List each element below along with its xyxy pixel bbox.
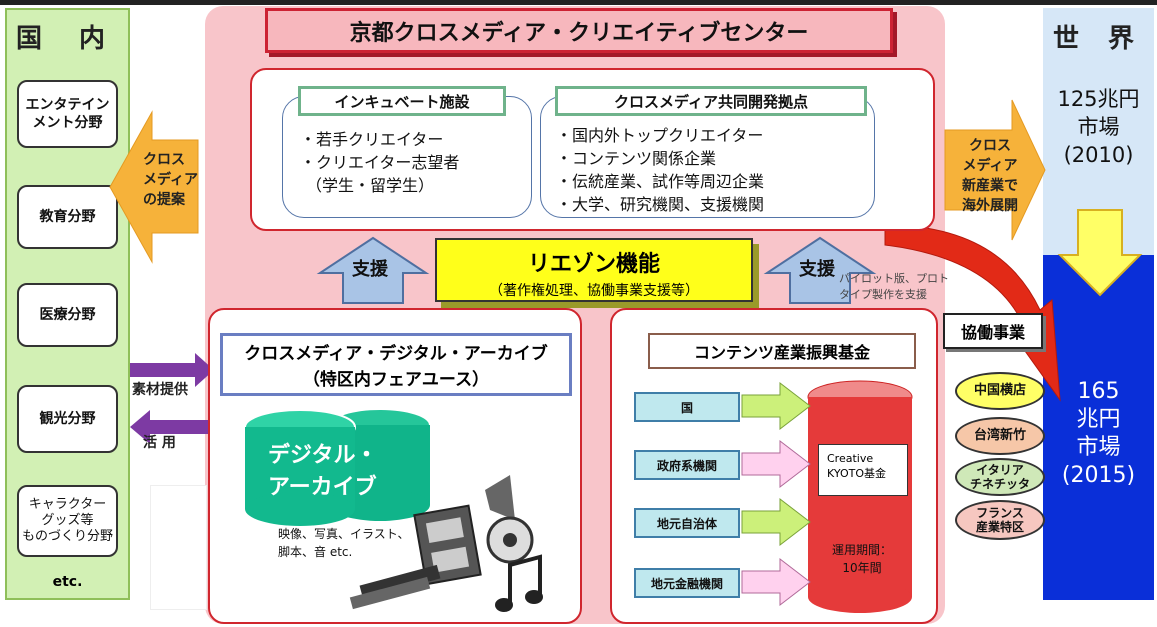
- fund-title: コンテンツ産業振興基金: [648, 333, 916, 369]
- joint-dev-item: ・国内外トップクリエイター: [556, 126, 764, 145]
- fund-arrow-1: [741, 439, 811, 489]
- archive-illustration: [244, 408, 543, 612]
- left-arrow-text: クロス メディア の提案: [143, 152, 199, 208]
- fund-source-local-finance: 地元金融機関: [634, 568, 740, 598]
- fund-period: 運用期間： 10年間: [831, 543, 892, 575]
- fund-arrow-3: [741, 557, 811, 607]
- utilize-arrow: [130, 410, 214, 444]
- right-arrow-text: クロス メディア 新産業で 海外展開: [962, 138, 1018, 214]
- archive-title: クロスメディア・デジタル・アーカイブ （特区内フェアユース）: [220, 333, 572, 396]
- incubation-item: ・クリエイター志望者: [300, 153, 460, 172]
- fund-arrow-2: [741, 497, 811, 547]
- red-curved-arrow: [884, 224, 1061, 402]
- archive-cylinder-label: デジタル・ アーカイブ: [268, 443, 378, 500]
- joint-dev-item: ・伝統産業、試作等周辺企業: [556, 172, 765, 191]
- support-label-left: 支援: [352, 259, 388, 280]
- liaison-title: リエゾン機能: [527, 252, 660, 277]
- fund-arrow-0: [741, 381, 811, 431]
- fund-source-gov-agencies: 政府系機関: [634, 450, 740, 480]
- collab-label: 協働事業: [943, 313, 1043, 349]
- field-character-goods: キャラクター グッズ等 ものづくり分野: [17, 485, 118, 557]
- joint-dev-item: ・コンテンツ関係企業: [556, 149, 717, 168]
- domestic-heading: 国 内: [15, 24, 120, 54]
- domestic-etc: etc.: [52, 574, 83, 590]
- market-2015: 165 兆円 市場 (2015): [1061, 379, 1136, 488]
- fund-source-nation: 国: [634, 392, 740, 422]
- field-medical: 医療分野: [17, 283, 118, 347]
- material-arrow: [130, 353, 214, 387]
- top-border: [0, 0, 1157, 5]
- joint-dev-item: ・大学、研究機関、支援機関: [556, 195, 765, 214]
- center-title: 京都クロスメディア・クリエイティブセンター: [265, 8, 893, 53]
- archive-media-note: 映像、写真、イラスト、 脚本、音 etc.: [278, 527, 410, 559]
- pilot-note: パイロット版、プロト タイプ製作を支援: [839, 272, 949, 301]
- utilize-label: 活 用: [143, 435, 176, 451]
- incubation-list: ・若手クリエイター ・クリエイター志望者 （学生・留学生）: [300, 128, 459, 197]
- world-down-arrow: [1057, 209, 1143, 297]
- incubation-item: ・若手クリエイター: [300, 130, 444, 149]
- creative-kyoto-fund: Creative KYOTO基金: [818, 444, 908, 496]
- city-china-hengdian: 中国横店: [955, 372, 1045, 410]
- liaison-subtitle: （著作権処理、協働事業支援等）: [489, 283, 699, 299]
- fund-source-local-gov: 地元自治体: [634, 508, 740, 538]
- field-entertainment: エンタテイン メント分野: [17, 80, 118, 148]
- incubation-pill: [282, 96, 532, 218]
- market-2010: 125兆円 市場 (2010): [1057, 87, 1140, 167]
- field-education: 教育分野: [17, 185, 118, 249]
- liaison-box: リエゾン機能 （著作権処理、協働事業支援等）: [435, 238, 753, 302]
- world-panel-bottom: [1043, 255, 1154, 600]
- field-tourism: 観光分野: [17, 385, 118, 453]
- joint-dev-pill: [540, 96, 875, 218]
- fund-diagram: [741, 380, 913, 613]
- support-arrow-right: [763, 236, 877, 304]
- support-arrow-left: [316, 236, 430, 304]
- world-heading: 世 界: [1052, 24, 1145, 54]
- incubation-item: （学生・留学生）: [306, 176, 435, 195]
- left-orange-arrow: [109, 110, 199, 264]
- city-italy-cinecitta: イタリア チネチッタ: [955, 458, 1045, 496]
- material-supply-label: 素材提供: [132, 382, 188, 398]
- right-orange-arrow: [944, 99, 1046, 241]
- joint-dev-list: ・国内外トップクリエイター ・コンテンツ関係企業 ・伝統産業、試作等周辺企業 ・…: [556, 124, 764, 216]
- joint-dev-label: クロスメディア共同開発拠点: [555, 86, 867, 116]
- city-taiwan-hsinchu: 台湾新竹: [955, 417, 1045, 455]
- blank-panel: [150, 485, 207, 610]
- support-label-right: 支援: [799, 259, 835, 280]
- city-france-industrial-zone: フランス 産業特区: [955, 500, 1045, 540]
- incubation-label: インキュベート施設: [298, 86, 506, 116]
